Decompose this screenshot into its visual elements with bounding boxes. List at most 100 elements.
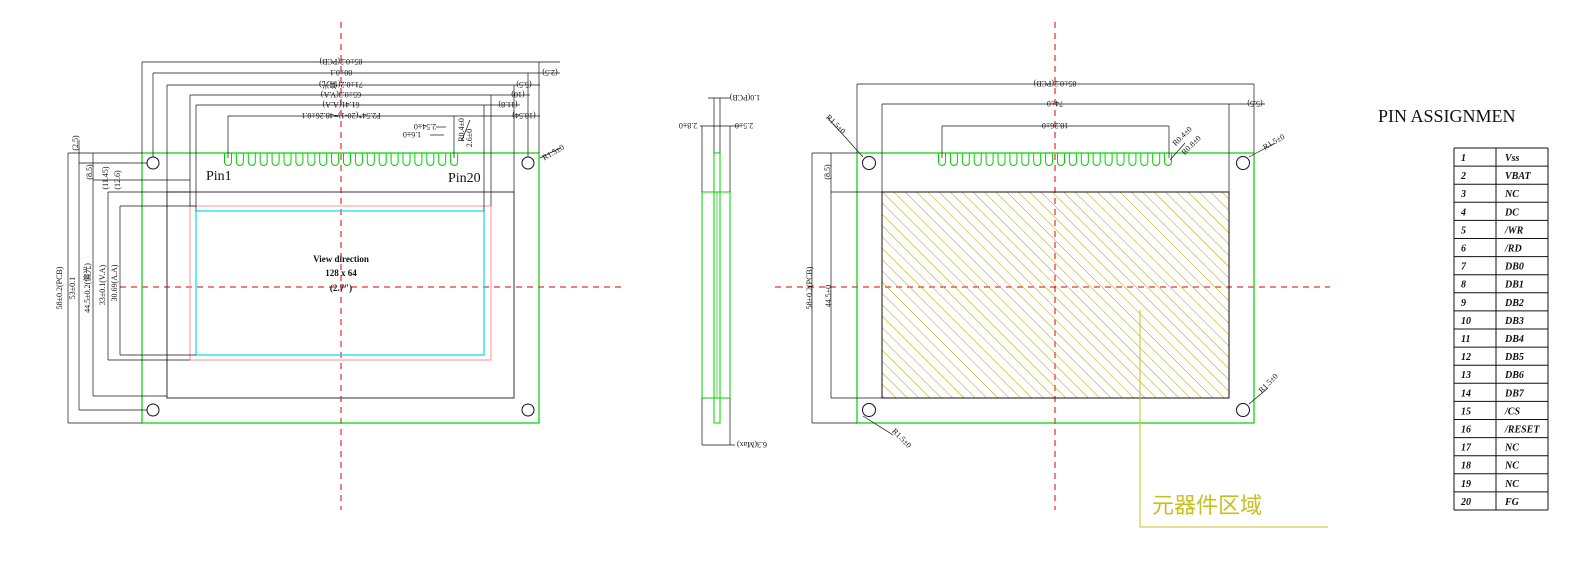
- dim-hole-vpitch: 53±0.1: [68, 277, 77, 299]
- table-row: 16/RESET: [1454, 425, 1548, 439]
- pin-number: 5: [1461, 225, 1466, 236]
- pin-number: 8: [1461, 280, 1466, 291]
- dim-back-5-5: (5.5): [1247, 99, 1263, 108]
- dim-back-inner-width: 74±0: [1047, 99, 1063, 108]
- dim-back-pcb-height: 58±0.2(PCB): [805, 266, 814, 309]
- table-row: 5/WR: [1454, 225, 1548, 239]
- front-top-dim-lines: [141, 61, 561, 211]
- dim-10: (10): [511, 90, 525, 99]
- pin-signal: /RESET: [1504, 425, 1540, 436]
- pin-pad: [331, 152, 340, 166]
- dim-11-8: (11.8): [498, 100, 517, 109]
- pin-pad: [961, 152, 970, 166]
- table-row: 10 DB3: [1454, 316, 1548, 330]
- pin-signal: /RD: [1504, 244, 1522, 255]
- pin-pad: [1164, 152, 1173, 166]
- pin-number: 9: [1461, 298, 1466, 309]
- dim-5-5: (5.5): [516, 80, 532, 89]
- pin-pad: [247, 152, 256, 166]
- table-row: 19 NC: [1454, 479, 1548, 493]
- dim-back-hole-bl: R1.5±0: [890, 427, 913, 450]
- dim-back-pcb-width: 85±0.2(PCB): [1033, 79, 1076, 88]
- dim-top-12-6: (12.6): [113, 170, 122, 190]
- pin-signal: NC: [1504, 479, 1519, 490]
- pin-number: 20: [1460, 497, 1471, 508]
- mount-hole-icon: [521, 403, 535, 417]
- pin-signal: NC: [1504, 461, 1519, 472]
- pin-number: 7: [1461, 262, 1467, 273]
- pin-signal: /WR: [1504, 225, 1524, 236]
- dim-side-left: 2.8±0: [679, 121, 697, 130]
- dim-max-thickness: 6.3(Max): [737, 440, 767, 449]
- dim-pin-length: 2.6±0: [465, 129, 474, 147]
- dim-back-hole-tr: R1.5±0: [1261, 132, 1286, 152]
- side-panel: [701, 191, 731, 399]
- back-pcb-outline: [856, 152, 1255, 424]
- pin-pad: [426, 152, 435, 166]
- dim-pin-pitch: 2.54±0: [414, 122, 436, 131]
- pin-pad: [438, 152, 447, 166]
- dim-active-height: 30.69(A.A): [110, 264, 119, 301]
- front-view: Pin1 Pin20 View direction 128 x 64 (2.7"…: [55, 22, 625, 510]
- view-direction-label: View direction: [313, 254, 369, 264]
- table-row: 14 DB7: [1454, 388, 1548, 402]
- back-view: 85±0.2(PCB) 74±0 18.26±0 (5.5) R0.4±0 R0…: [775, 22, 1330, 528]
- mount-hole-icon: [862, 156, 876, 170]
- dim-2-5: (2.5): [542, 68, 558, 77]
- pin-pad: [307, 152, 316, 166]
- pin-pad: [343, 152, 351, 166]
- pin-signal: DB3: [1504, 316, 1524, 327]
- pin-pad: [235, 152, 244, 166]
- pin-signal: DC: [1504, 207, 1519, 218]
- pin-number: 14: [1461, 388, 1471, 399]
- pin-number: 2: [1460, 171, 1466, 182]
- pin-number: 19: [1461, 479, 1471, 490]
- pin-number: 4: [1460, 207, 1466, 218]
- pin-signal: DB0: [1504, 262, 1524, 273]
- pin-number: 10: [1461, 316, 1471, 327]
- dim-viewing-width: 65±0.3(V.A): [321, 90, 362, 99]
- mount-hole-icon: [146, 156, 160, 170]
- pin-number: 3: [1460, 189, 1466, 200]
- mount-hole-icon: [862, 403, 876, 417]
- panel-outline: [166, 191, 515, 399]
- front-left-dim-lines: [67, 140, 196, 424]
- pin-pad: [366, 152, 375, 166]
- pin-pad: [1021, 152, 1030, 166]
- mount-hole-icon: [521, 156, 535, 170]
- dim-side-right: 2.5±0: [735, 121, 753, 130]
- pin-pad: [1009, 152, 1018, 166]
- pin-signal: /CS: [1504, 406, 1520, 417]
- pin-pad: [414, 152, 423, 166]
- dim-polarizer-height: 44.5±0.2(偏光): [82, 263, 92, 313]
- pin-number: 17: [1461, 443, 1472, 454]
- pin-pad: [271, 152, 280, 166]
- dim-pcb-height: 58±0.2(PCB): [55, 266, 64, 309]
- back-dim-lines: [811, 83, 1276, 436]
- dim-back-hole-tl: R1.5±0: [824, 113, 847, 136]
- side-dim-lines: [700, 97, 740, 446]
- pin-pad: [283, 152, 292, 166]
- pin-signal: DB5: [1504, 352, 1524, 363]
- pin-pad: [1104, 152, 1113, 166]
- pin-signal: DB7: [1504, 388, 1525, 399]
- dim-hole-pitch: 80±0.1: [330, 68, 352, 77]
- table-row: 6/RD: [1454, 244, 1548, 258]
- dim-polarizer-width: 71±0.2(偏光): [319, 80, 363, 90]
- mount-hole-icon: [1236, 156, 1250, 170]
- pin-pad: [319, 152, 328, 166]
- dim-back-8-5: (8.5): [823, 164, 832, 180]
- side-pcb: [713, 152, 721, 424]
- pin-pad: [1033, 152, 1042, 166]
- component-area: [881, 191, 1230, 399]
